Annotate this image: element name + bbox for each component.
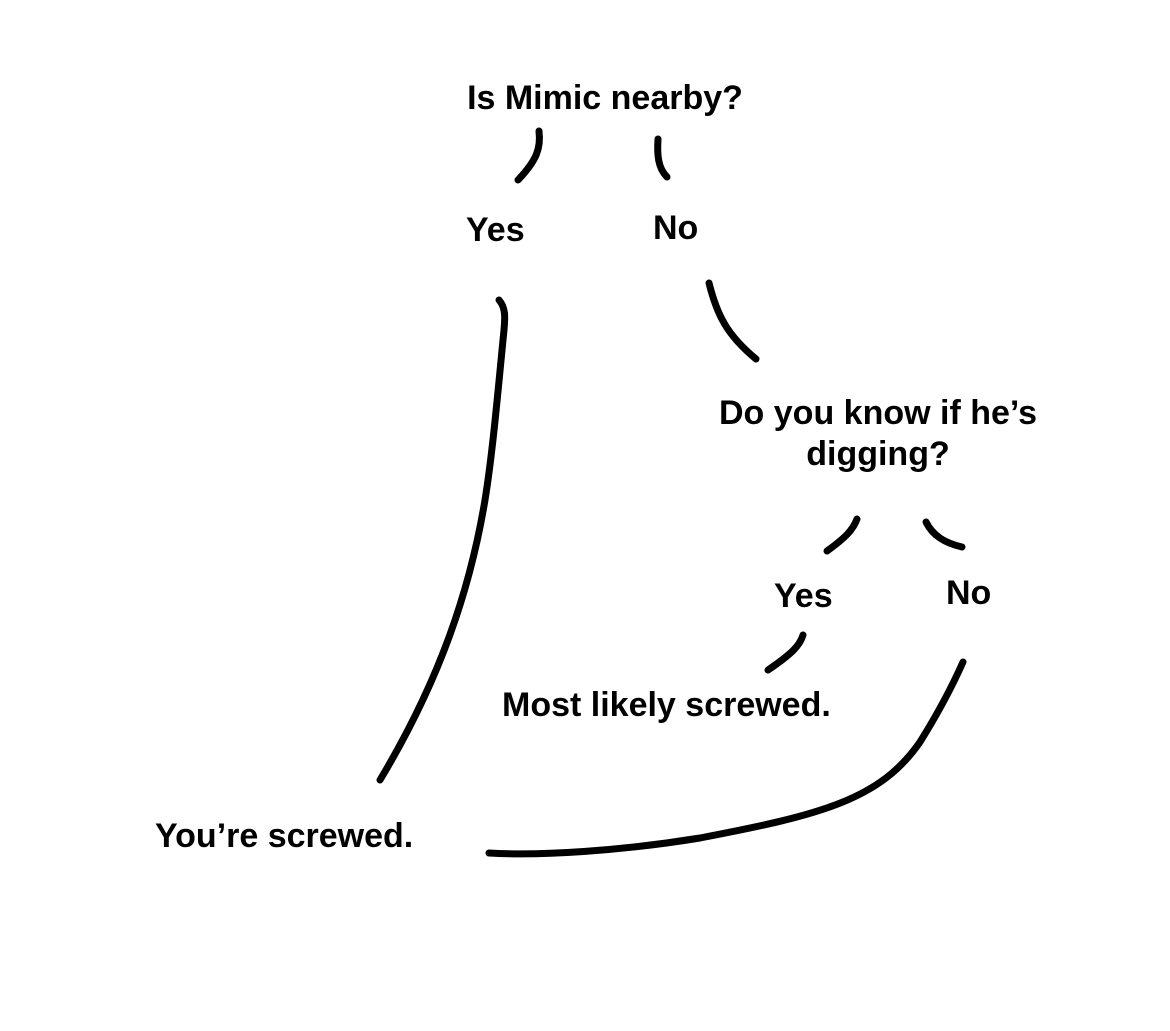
answer-yes-mimic-nearby: Yes bbox=[466, 211, 525, 249]
connector-yes-to-likely bbox=[764, 631, 807, 674]
connector-q1-to-no bbox=[654, 135, 671, 181]
answer-no-digging: No bbox=[946, 574, 992, 612]
outcome-most-likely-screwed: Most likely screwed. bbox=[502, 686, 831, 724]
question-is-digging: Do you know if he’s digging? bbox=[719, 394, 1037, 473]
outcome-youre-screwed: You’re screwed. bbox=[155, 817, 414, 855]
answer-yes-digging: Yes bbox=[774, 577, 833, 615]
connector-no-to-q2 bbox=[705, 279, 760, 363]
connector-no-to-screwed bbox=[485, 658, 967, 858]
question-mimic-nearby: Is Mimic nearby? bbox=[467, 79, 743, 117]
connector-q2-to-yes bbox=[823, 515, 861, 555]
connector-q1-to-yes bbox=[514, 127, 543, 184]
connector-yes-to-screwed bbox=[376, 296, 509, 784]
answer-no-mimic-nearby: No bbox=[653, 209, 699, 247]
connector-q2-to-no bbox=[922, 518, 966, 551]
